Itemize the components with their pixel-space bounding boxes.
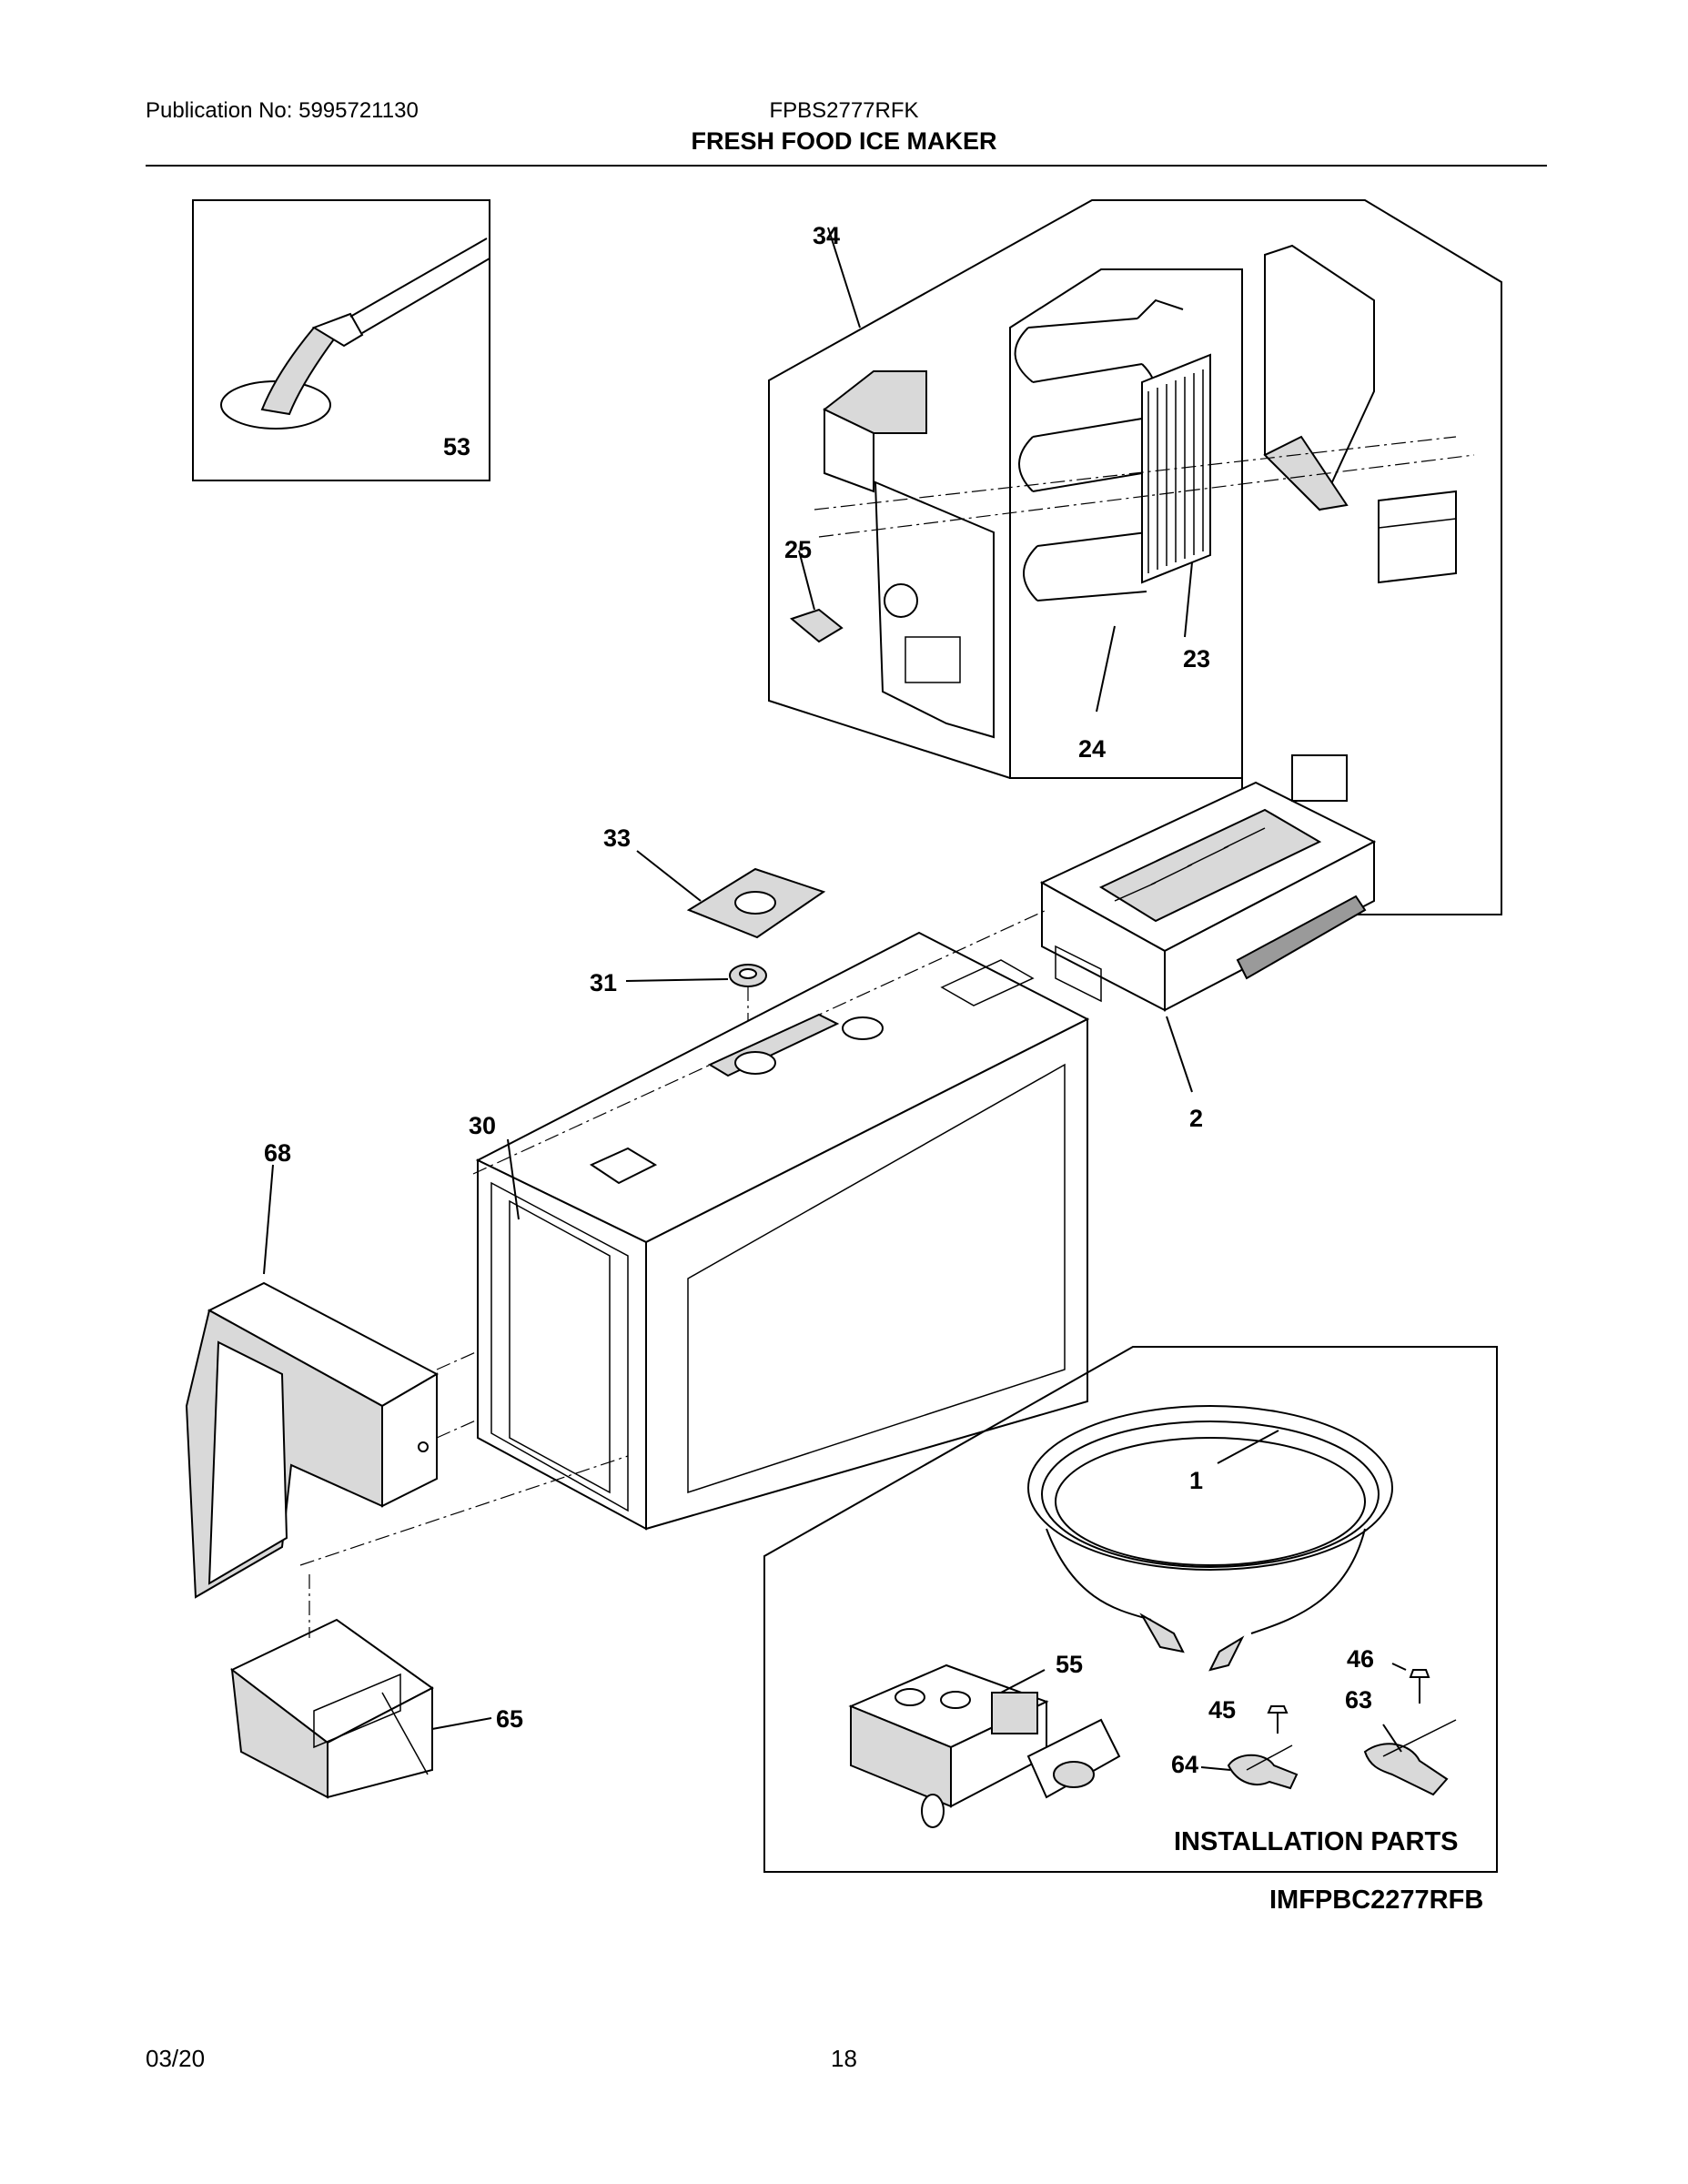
footer-date: 03/20	[146, 2045, 206, 2072]
callout-2: 2	[1189, 1105, 1203, 1132]
callout-68: 68	[264, 1139, 291, 1167]
diagram-code: IMFPBC2277RFB	[1269, 1886, 1483, 1915]
part-53-inset: 53	[192, 199, 490, 481]
publication-number: Publication No: 5995721130	[146, 98, 419, 123]
callout-24: 24	[1078, 735, 1106, 763]
callout-31: 31	[590, 969, 617, 996]
callout-53: 53	[443, 433, 470, 460]
callout-34: 34	[813, 222, 840, 249]
part-34-evaporator-assembly: 34 25 23 24	[768, 199, 1502, 915]
part-2-ice-maker: 2	[472, 754, 1377, 1175]
model-number: FPBS2777RFK	[769, 98, 919, 123]
part-65-chute: 65	[230, 1574, 523, 1799]
callout-33: 33	[603, 824, 631, 852]
callout-23: 23	[1183, 645, 1210, 672]
page-title: FRESH FOOD ICE MAKER	[691, 127, 997, 155]
callout-25: 25	[784, 536, 812, 563]
callout-64: 64	[1171, 1751, 1198, 1778]
page-number: 18	[831, 2045, 857, 2072]
callout-45: 45	[1208, 1696, 1236, 1724]
callout-55: 55	[1056, 1651, 1083, 1678]
callout-65: 65	[496, 1705, 523, 1733]
header-rule	[146, 165, 1547, 167]
callout-1: 1	[1189, 1467, 1203, 1494]
part-68-cover: 68	[185, 1139, 629, 1599]
part-30-housing: 30	[469, 931, 1090, 1531]
part-33-gasket: 33	[603, 824, 826, 939]
installation-parts-box: 1 55 46 45 63 64 INSTALLATION PARTS	[763, 1346, 1498, 1873]
callout-46: 46	[1347, 1645, 1374, 1673]
callout-30: 30	[469, 1112, 496, 1139]
installation-parts-label: INSTALLATION PARTS	[1174, 1827, 1459, 1856]
callout-63: 63	[1345, 1686, 1372, 1714]
